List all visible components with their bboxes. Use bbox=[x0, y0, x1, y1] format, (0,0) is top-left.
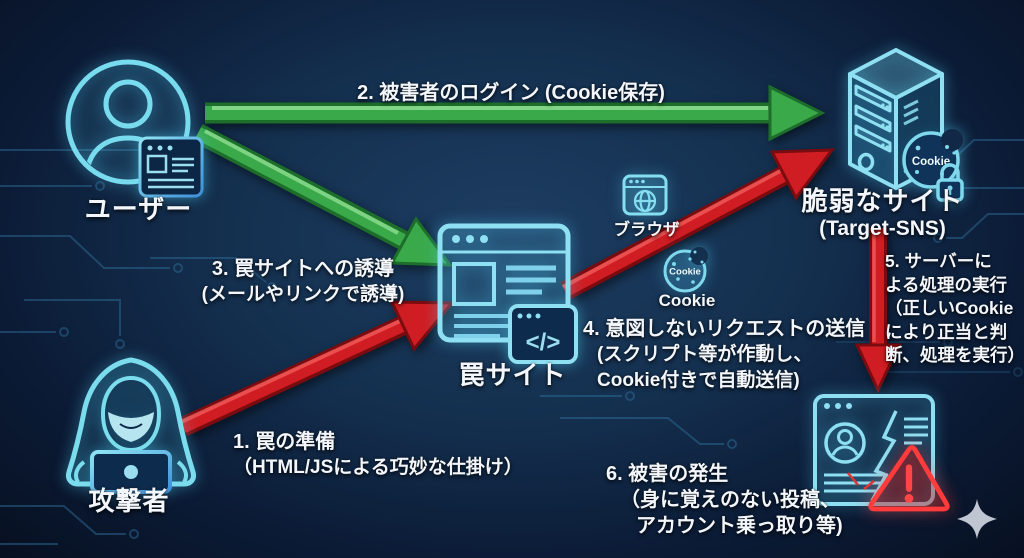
step-6-label: 6. 被害の発生 （身に覚えのない投稿、 アカウント乗っ取り等) bbox=[606, 463, 843, 537]
code-window-icon: </> bbox=[508, 304, 578, 364]
user-browser-card-icon bbox=[138, 136, 204, 198]
lock-icon bbox=[936, 163, 964, 202]
profile-avatar-icon bbox=[824, 422, 866, 464]
step-5-label: 5. サーバーに よる処理の実行 （正しいCookie により正当と判 断、処理… bbox=[885, 251, 1024, 365]
arrow-step3-lure bbox=[193, 124, 454, 267]
arrow-step5-execute bbox=[854, 228, 902, 394]
user-label: ユーザー bbox=[84, 194, 193, 224]
step-4-label: 4. 意図しないリクエストの送信 (スクリプト等が作動し、 Cookie付きで自… bbox=[583, 318, 866, 391]
warning-triangle-icon bbox=[868, 445, 950, 512]
server-icon: Cookie bbox=[848, 48, 964, 202]
arrow-step2-login bbox=[205, 84, 826, 142]
vulnerable-site-sublabel: (Target-SNS) bbox=[819, 217, 946, 240]
trap-site-label: 罠サイト bbox=[458, 360, 567, 390]
cookie-icon: Cookie bbox=[663, 247, 708, 293]
sparkle-icon bbox=[957, 499, 997, 539]
browser-label: ブラウザ bbox=[613, 221, 680, 239]
cookie-badge-icon: Cookie bbox=[902, 129, 963, 189]
attacker-label: 攻撃者 bbox=[88, 486, 170, 516]
crack-icon bbox=[870, 410, 898, 502]
step-2-label: 2. 被害者のログイン (Cookie保存) bbox=[357, 82, 665, 104]
globe-icon bbox=[633, 189, 657, 213]
cookie-icon-text: Cookie bbox=[669, 267, 701, 278]
step-1-label: 1. 罠の準備 （HTML/JSによる巧妙な仕掛け） bbox=[233, 431, 523, 478]
damaged-page-icon bbox=[813, 394, 935, 506]
code-glyph: </> bbox=[526, 329, 561, 356]
step-3-label: 3. 罠サイトへの誘導 (メールやリンクで誘導) bbox=[201, 258, 405, 305]
browser-icon bbox=[622, 174, 668, 216]
cookie-badge-text: Cookie bbox=[912, 156, 950, 168]
arrow-step1-prepare bbox=[178, 300, 456, 437]
vulnerable-site-label: 脆弱なサイト (Target-SNS) bbox=[795, 186, 970, 241]
laptop-icon bbox=[90, 450, 172, 494]
attacker-icon bbox=[66, 357, 196, 494]
user-icon bbox=[65, 59, 204, 198]
arrow-step4-request bbox=[560, 148, 836, 300]
cookie-label: Cookie bbox=[658, 291, 716, 310]
trap-site-icon: </> bbox=[437, 223, 578, 364]
